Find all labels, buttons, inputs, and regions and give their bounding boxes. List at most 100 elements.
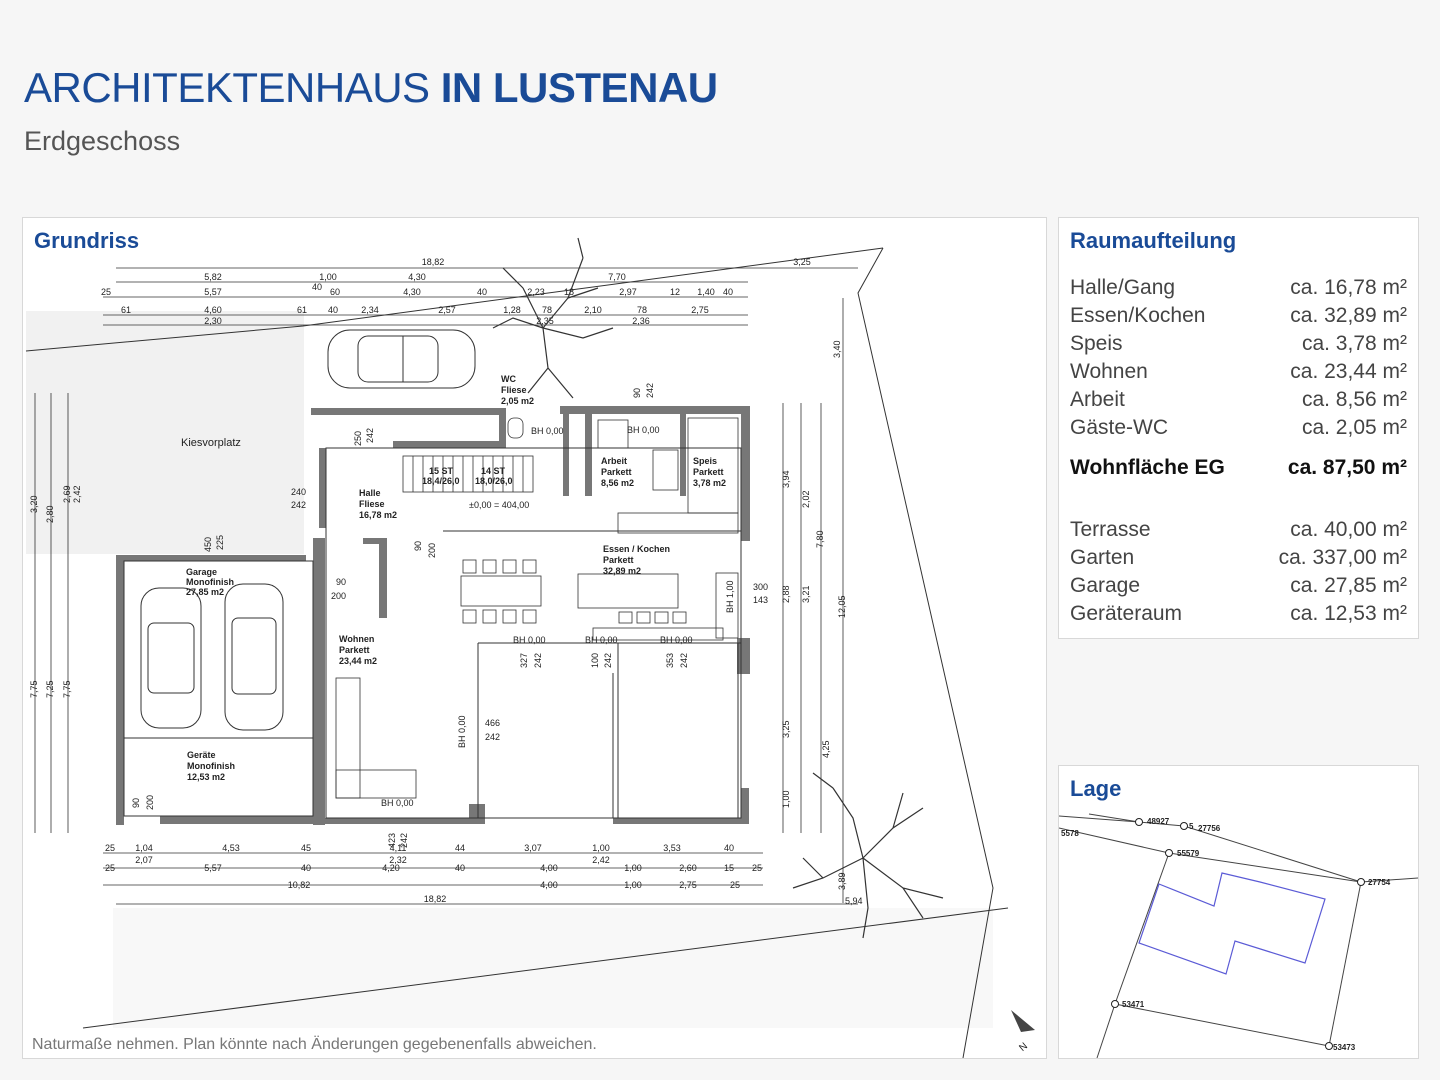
label-speis-2: Parkett — [693, 467, 724, 477]
dim-top-27: 2,10 — [584, 305, 602, 315]
parcel-label: 27756 — [1198, 824, 1221, 833]
plot-boundary-bottom — [82, 907, 1009, 1029]
dim-in-6: 242 — [291, 500, 306, 510]
dim-left-2: 2,80 — [45, 505, 55, 523]
extra-row: Garage ca. 27,85 m² — [1070, 574, 1407, 602]
dim-in-1: 300 — [753, 582, 768, 592]
dim-top-7: 25 — [101, 287, 111, 297]
label-arbeit-1: Arbeit — [601, 456, 627, 466]
room-name: Speis — [1070, 332, 1123, 355]
dim-bot-13: 2,42 — [592, 855, 610, 865]
label-bh-8: BH 1,00 — [725, 580, 735, 613]
dim-bot-9: 3,53 — [663, 843, 681, 853]
page-title: ARCHITEKTENHAUS IN LUSTENAU — [24, 64, 718, 112]
dim-in-10: 225 — [215, 535, 225, 550]
dim-bot-29: 18,82 — [424, 894, 447, 904]
dim-bot-14: 25 — [105, 863, 115, 873]
location-panel: 5578 48927 5 27756 55579 27754 53471 534… — [1058, 765, 1419, 1059]
walls — [116, 406, 750, 825]
label-bh-7: BH 0,00 — [457, 715, 467, 748]
dim-bot-6: 44 — [455, 843, 465, 853]
dim-in-23: 90 — [131, 798, 141, 808]
total-name: Wohnfläche EG — [1070, 456, 1225, 479]
room-area: ca. 23,44 m² — [1290, 360, 1407, 383]
dim-right-2: 7,80 — [815, 530, 825, 548]
dim-bot-21: 2,60 — [679, 863, 697, 873]
dimension-lines-left — [34, 393, 69, 833]
dim-right-5: 2,02 — [801, 490, 811, 508]
dim-bot-15: 5,57 — [204, 863, 222, 873]
building-outline — [1138, 872, 1326, 975]
dim-top-15: 2,97 — [619, 287, 637, 297]
dim-in-20: 242 — [679, 653, 689, 668]
dim-in-15: 327 — [519, 653, 529, 668]
dim-bot-3: 4,53 — [222, 843, 240, 853]
parcel-label: 5578 — [1061, 829, 1079, 838]
dim-top-6: 7,70 — [608, 272, 626, 282]
extra-name: Terrasse — [1070, 518, 1151, 541]
stair-label-2: 14 ST — [481, 466, 506, 476]
plot-boundary-right — [857, 247, 994, 1058]
dim-in-16: 242 — [533, 653, 543, 668]
label-bh-4: BH 0,00 — [585, 635, 618, 645]
extra-row: Geräteraum ca. 12,53 m² — [1070, 602, 1407, 630]
room-name: Arbeit — [1070, 388, 1125, 411]
dim-right-9: 3,89 — [837, 872, 847, 890]
dim-top-30: 2,30 — [204, 316, 222, 326]
label-halle-2: Fliese — [359, 499, 385, 509]
gravel-area — [26, 311, 304, 554]
floor-plan-drawing: 18,82 3,25 5,82 1,00 4,30 7,70 25 5,57 4… — [25, 237, 1035, 1058]
dim-left-3: 2,69 — [62, 485, 72, 503]
label-essen-1: Essen / Kochen — [603, 544, 670, 554]
stair-label-1: 15 ST — [429, 466, 454, 476]
garage-cars — [140, 583, 284, 731]
dim-top-1: 18,82 — [422, 257, 445, 267]
extra-name: Geräteraum — [1070, 602, 1183, 625]
dim-in-11: 90 — [336, 577, 346, 587]
site-map: 5578 48927 5 27756 55579 27754 53471 534… — [1059, 813, 1418, 1058]
dimension-lines-bottom — [103, 852, 858, 905]
dim-top-29: 2,75 — [691, 305, 709, 315]
extra-name: Garten — [1070, 546, 1135, 569]
title-light: ARCHITEKTENHAUS — [24, 64, 430, 111]
plan-heading: Grundriss — [34, 228, 140, 253]
label-essen-3: 32,89 m2 — [603, 566, 641, 576]
dim-top-10: 60 — [330, 287, 340, 297]
dim-bot-5: 4,11 — [390, 843, 407, 853]
dim-right-4: 3,94 — [781, 470, 791, 488]
label-essen-2: Parkett — [603, 555, 634, 565]
dim-bot-22: 15 — [724, 863, 734, 873]
floor-plan-panel: 18,82 3,25 5,82 1,00 4,30 7,70 25 5,57 4… — [22, 217, 1047, 1059]
label-geraete-3: 12,53 m2 — [187, 772, 225, 782]
dim-bot-23: 25 — [752, 863, 762, 873]
dim-top-25: 1,28 — [503, 305, 521, 315]
dim-top-28: 78 — [637, 305, 647, 315]
extra-area: ca. 12,53 m² — [1290, 602, 1407, 625]
label-bh-3: BH 0,00 — [513, 635, 546, 645]
garden-area — [113, 908, 993, 1028]
dim-top-11: 4,30 — [403, 287, 421, 297]
dim-bot-4: 45 — [301, 843, 311, 853]
dim-bot-27: 2,75 — [679, 880, 697, 890]
dim-bot-18: 40 — [455, 863, 465, 873]
parcel-label: 53473 — [1333, 1043, 1356, 1052]
label-wohnen-3: 23,44 m2 — [339, 656, 377, 666]
parcel-label: 5 — [1189, 822, 1194, 831]
dim-in-4: 242 — [485, 732, 500, 742]
dim-in-5: 240 — [291, 487, 306, 497]
dim-in-12: 200 — [331, 591, 346, 601]
dim-top-5: 4,30 — [408, 272, 426, 282]
dim-top-31: 2,35 — [536, 316, 554, 326]
dim-top-26: 78 — [542, 305, 552, 315]
extra-area: ca. 27,85 m² — [1290, 574, 1407, 597]
extra-name: Garage — [1070, 574, 1141, 597]
plan-disclaimer: Naturmaße nehmen. Plan könnte nach Änder… — [32, 1036, 597, 1053]
car-drawing-top — [327, 329, 476, 389]
dim-left-1: 3,20 — [29, 495, 39, 513]
dim-in-26: 242 — [399, 833, 409, 848]
